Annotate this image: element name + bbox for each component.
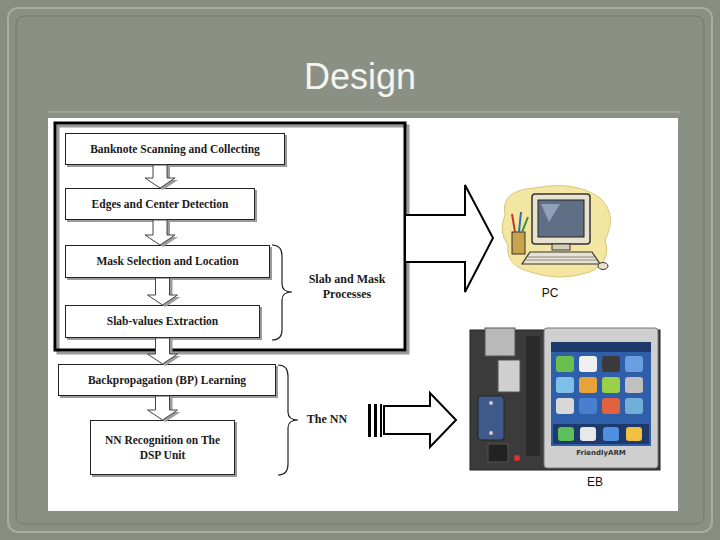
block-arrow — [148, 396, 181, 422]
process-box: Banknote Scanning and Collecting — [65, 133, 285, 165]
arrow-shadow — [151, 340, 181, 366]
brace — [272, 245, 292, 340]
status-bar — [551, 342, 651, 352]
ethernet-port — [485, 328, 515, 356]
pc-stand — [552, 244, 570, 250]
arrow-bar — [374, 404, 377, 437]
pc-keys — [528, 257, 594, 258]
process-box: Edges and Center Detection — [65, 188, 255, 220]
brand-label: FriendlyARM — [562, 449, 640, 458]
block-arrow — [405, 185, 493, 292]
arrow-body — [145, 220, 175, 245]
process-box: Slab-values Extraction — [65, 305, 260, 338]
block-arrow — [148, 278, 181, 307]
arrow-shadow — [148, 167, 178, 190]
power-jack — [488, 444, 508, 462]
app-icon — [556, 398, 574, 414]
app-icon — [603, 427, 619, 441]
usb-port — [498, 360, 520, 392]
box-text: Mask Selection and Location — [96, 254, 238, 268]
group-box-shadow — [58, 126, 408, 353]
process-box: NN Recognition on The DSP Unit — [90, 420, 235, 475]
arrow-body — [148, 278, 178, 305]
pc-mouse — [598, 263, 608, 270]
pc-keyboard — [522, 252, 600, 264]
block-arrow — [145, 220, 178, 247]
app-icon — [556, 356, 574, 372]
led — [514, 455, 520, 461]
pc-screen-glare — [541, 204, 560, 222]
pencil-cup — [512, 232, 525, 254]
arrow-shadow — [151, 280, 181, 307]
app-icon — [602, 398, 620, 414]
app-icon — [579, 377, 597, 393]
pencil — [512, 214, 515, 232]
arrow-bar — [368, 404, 371, 437]
app-icon — [602, 377, 620, 393]
block-arrow — [384, 393, 456, 447]
app-icon — [602, 356, 620, 372]
pencil — [522, 217, 528, 232]
lcd-frame — [544, 328, 658, 468]
device-label: EB — [575, 475, 615, 490]
box-text: Edges and Center Detection — [92, 197, 229, 211]
pc-backdrop — [502, 186, 610, 277]
app-icons — [553, 356, 649, 444]
process-box: Mask Selection and Location — [65, 245, 270, 278]
image-panel — [48, 118, 678, 511]
app-icon — [625, 398, 643, 414]
lcd-screen — [551, 342, 651, 446]
pc-keys — [526, 260, 597, 261]
arrow-shadow — [148, 222, 178, 247]
brace — [278, 365, 298, 475]
slide-inner-frame — [16, 16, 704, 524]
pencil — [519, 212, 521, 232]
device-label: PC — [530, 286, 570, 301]
app-icon — [579, 398, 597, 414]
dock — [553, 424, 649, 444]
title-rule — [48, 112, 680, 113]
arrow-bar — [380, 404, 382, 437]
block-arrow — [145, 165, 178, 190]
app-icon — [626, 427, 642, 441]
pc-screen — [538, 200, 584, 237]
group-label: The NN — [292, 412, 362, 427]
arrow-body — [148, 338, 178, 364]
arrow-shadow — [151, 398, 181, 422]
serial-port — [478, 396, 504, 440]
box-text: Backpropagation (BP) Learning — [88, 373, 246, 387]
group-box — [55, 123, 405, 350]
slide-title: Design — [160, 56, 560, 98]
pc-monitor — [532, 194, 590, 244]
block-arrow — [148, 338, 181, 366]
arrow-body — [145, 165, 175, 188]
app-icon — [556, 377, 574, 393]
screw — [489, 431, 493, 435]
arrow-body — [148, 396, 178, 420]
group-label: Slab and Mask Processes — [290, 272, 404, 302]
app-icon — [625, 356, 643, 372]
app-icon — [579, 356, 597, 372]
slide-frame — [8, 8, 712, 532]
box-text: NN Recognition on The DSP Unit — [95, 433, 230, 462]
box-text: Banknote Scanning and Collecting — [90, 142, 260, 156]
app-icon — [625, 377, 643, 393]
box-text: Slab-values Extraction — [107, 314, 219, 328]
app-icon — [580, 427, 596, 441]
screw — [489, 401, 493, 405]
process-box: Backpropagation (BP) Learning — [58, 364, 276, 396]
header — [526, 336, 540, 456]
app-icon — [558, 427, 574, 441]
